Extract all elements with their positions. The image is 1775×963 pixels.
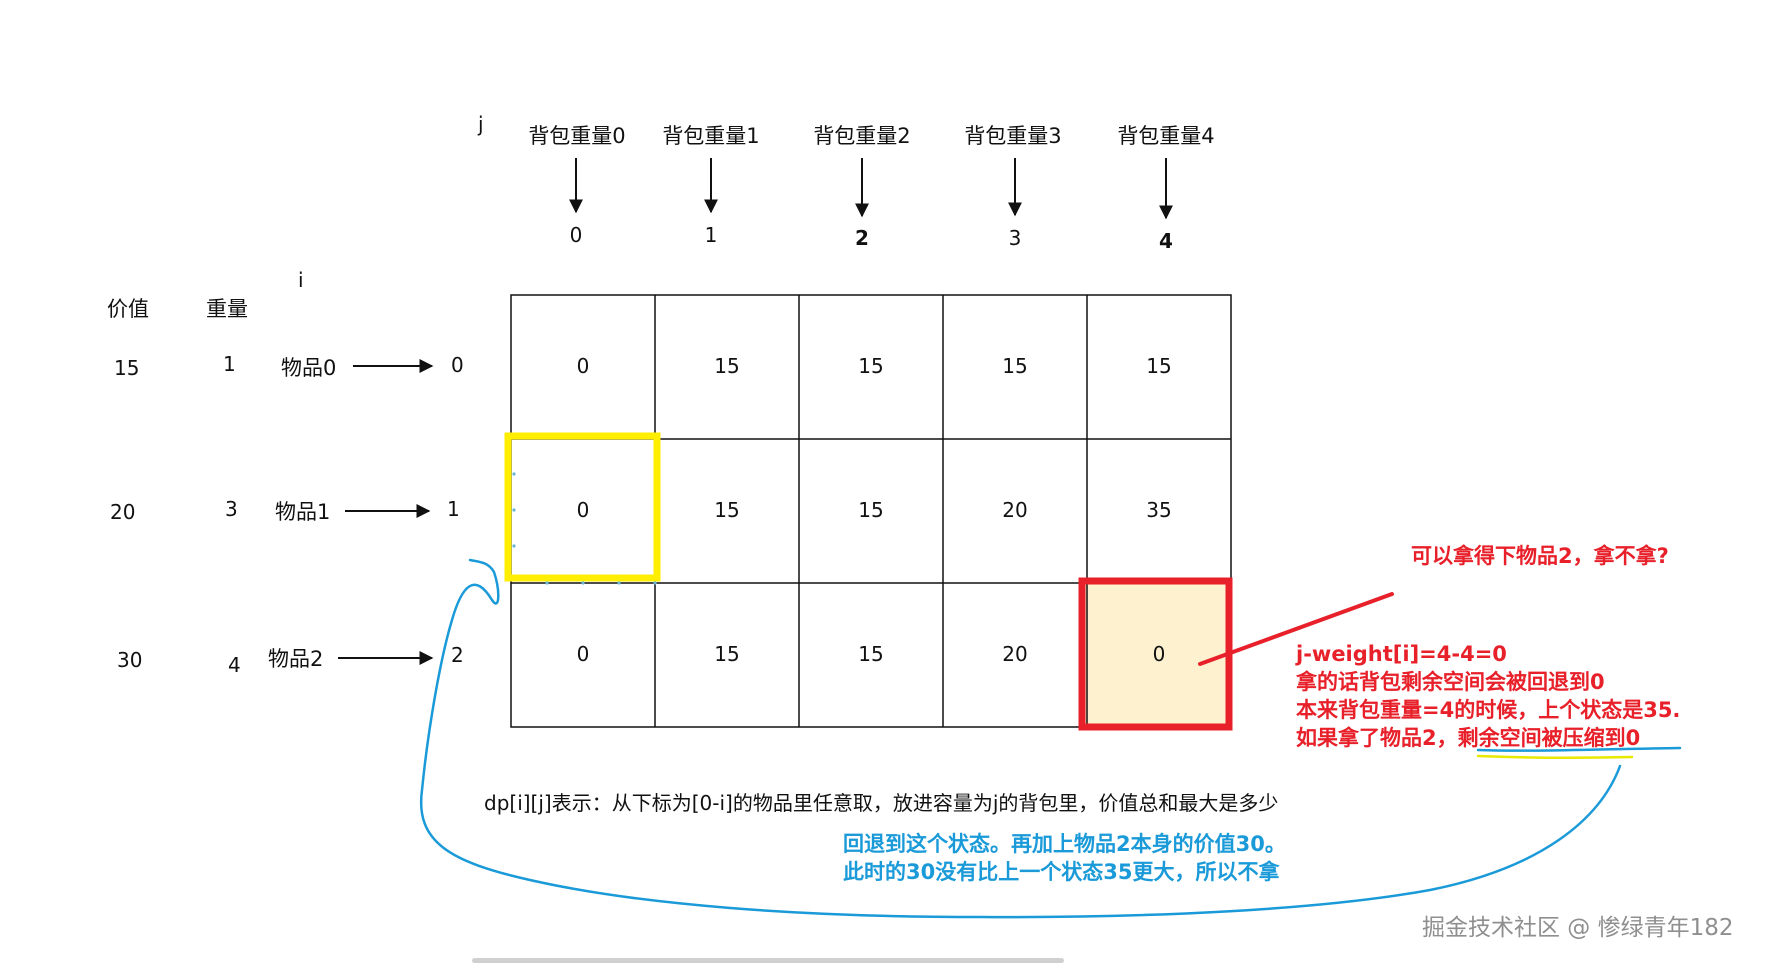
cell-1-2: 15 (858, 498, 883, 522)
column-index-1: 1 (704, 223, 718, 247)
blue-underline (1476, 746, 1682, 752)
red-pointer-line (1198, 592, 1394, 666)
red-annotation-line-3: 本来背包重量=4的时候，上个状态是35. (1296, 698, 1681, 722)
cell-0-4: 15 (1146, 354, 1171, 378)
cell-2-0: 0 (577, 642, 590, 666)
value-header: 价值 (107, 297, 149, 321)
cell-0-0: 0 (577, 354, 590, 378)
column-index-0: 0 (569, 223, 583, 247)
watermark: 掘金技术社区 @ 惨绿青年182 (1422, 915, 1734, 941)
cell-1-4: 35 (1146, 498, 1171, 522)
weight-header: 重量 (206, 297, 248, 321)
column-header-1: 背包重量1 (662, 124, 760, 148)
yellow-underline (1476, 754, 1634, 759)
cell-1-1: 15 (714, 498, 739, 522)
cell-2-4: 0 (1153, 642, 1166, 666)
red-annotation-line-4: 如果拿了物品2，剩余空间被压缩到0 (1296, 726, 1641, 750)
cell-2-1: 15 (714, 642, 739, 666)
cell-1-3: 20 (1002, 498, 1027, 522)
item-1-value: 20 (110, 500, 136, 524)
column-header-0: 背包重量0 (528, 124, 626, 148)
item-0-weight: 1 (223, 352, 236, 376)
item-0-name: 物品0 (281, 356, 337, 380)
red-annotation-line-2: 拿的话背包剩余空间会被回退到0 (1296, 670, 1605, 694)
column-header-3: 背包重量3 (964, 124, 1062, 148)
blue-annotation-line-2: 此时的30没有比上一个状态35更大，所以不拿 (843, 860, 1280, 884)
cell-0-1: 15 (714, 354, 739, 378)
cell-2-3: 20 (1002, 642, 1027, 666)
cell-0-2: 15 (858, 354, 883, 378)
item-0-value: 15 (114, 356, 140, 380)
i-axis-label: i (298, 268, 304, 292)
column-header-4: 背包重量4 (1117, 124, 1215, 148)
j-axis-label: j (478, 112, 484, 136)
item-2-index: 2 (451, 643, 464, 667)
blue-curve-loop (419, 558, 1622, 919)
column-header-2: 背包重量2 (813, 124, 911, 148)
item-2-value: 30 (117, 648, 143, 672)
cell-1-0: 0 (577, 498, 590, 522)
item-1-weight: 3 (225, 497, 238, 521)
item-1-name: 物品1 (275, 500, 331, 524)
red-cell-fill (1085, 582, 1229, 726)
column-index-2: 2 (855, 226, 869, 250)
column-index-4: 4 (1159, 229, 1173, 253)
cell-0-3: 15 (1002, 354, 1027, 378)
horizontal-scrollbar[interactable] (472, 958, 1064, 963)
blue-annotation-line-1: 回退到这个状态。再加上物品2本身的价值30。 (843, 832, 1286, 856)
dp-definition: dp[i][j]表示：从下标为[0-i]的物品里任意取，放进容量为j的背包里，价… (484, 791, 1279, 815)
yellow-box-dots (512, 472, 657, 585)
item-1-index: 1 (447, 497, 460, 521)
red-annotation-line-1: j-weight[i]=4-4=0 (1296, 642, 1507, 666)
yellow-highlight-box (504, 432, 661, 582)
item-2-name: 物品2 (268, 647, 324, 671)
cell-2-2: 15 (858, 642, 883, 666)
dp-table-values: 0 15 15 15 15 0 15 15 20 35 0 15 15 20 0 (577, 354, 1172, 666)
item-0-index: 0 (451, 353, 464, 377)
item-2-weight: 4 (228, 653, 241, 677)
column-index-3: 3 (1008, 226, 1022, 250)
red-annotation-question: 可以拿得下物品2，拿不拿? (1411, 544, 1669, 568)
